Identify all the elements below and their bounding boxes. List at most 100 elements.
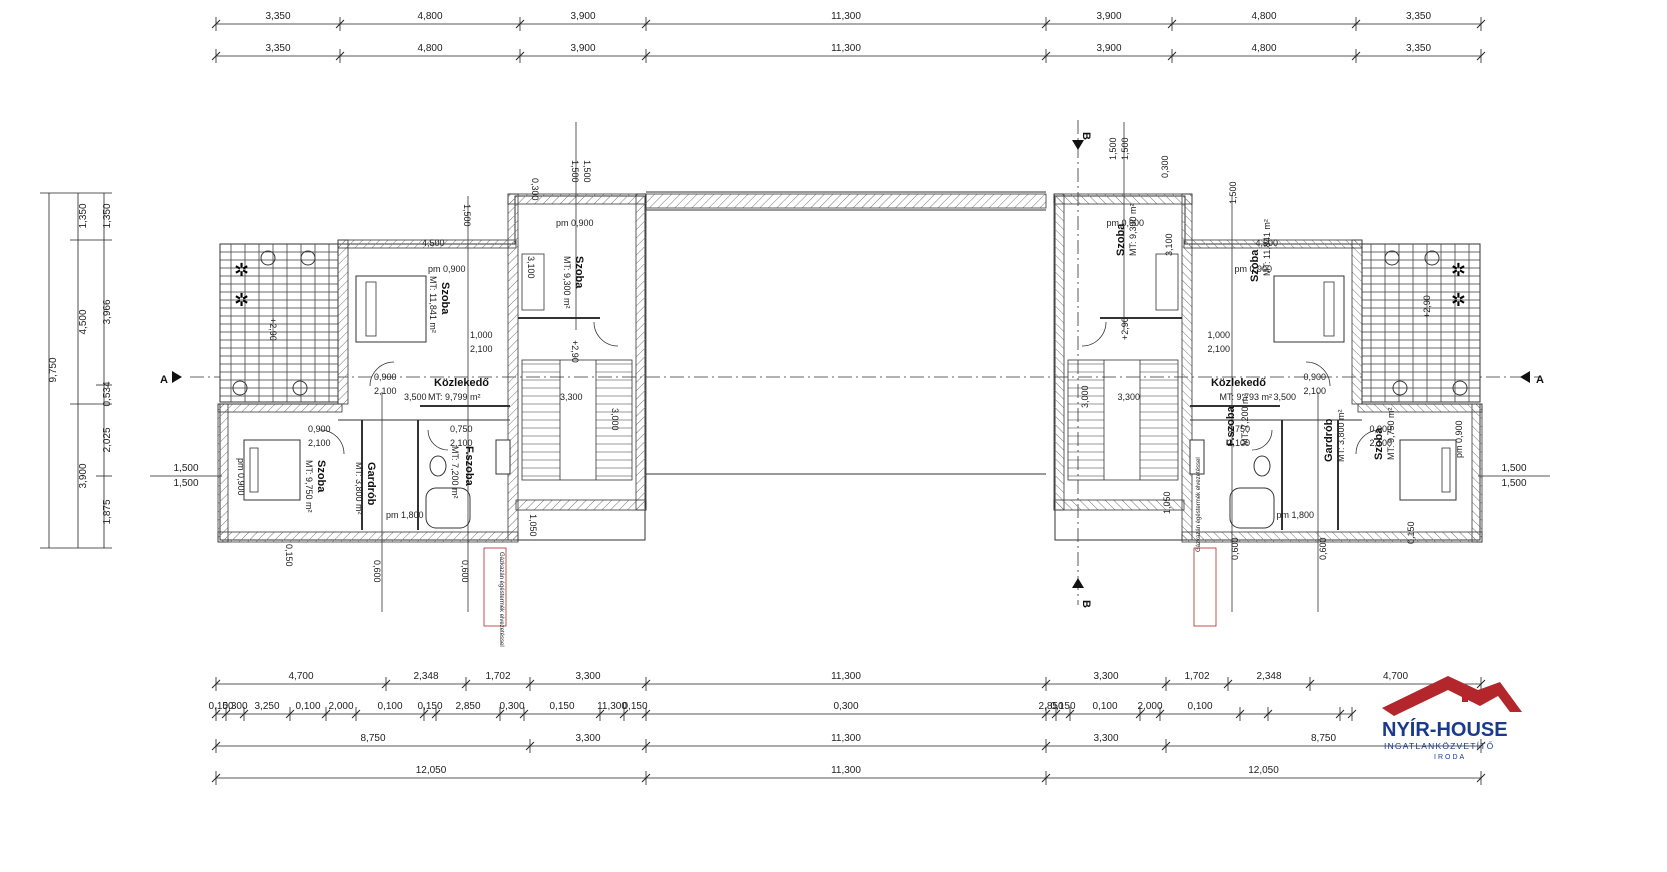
dim-label: 0,900: [1303, 372, 1326, 382]
section-arrow-icon: [172, 371, 182, 383]
bed-icon: [1399, 439, 1457, 501]
dim-label: 3,000: [610, 408, 620, 431]
bathtub-icon: [425, 487, 471, 529]
room-area: MT: 9,793 m²: [1219, 392, 1272, 402]
section-label-b-top: B: [1080, 132, 1092, 140]
dim-label: 3,300: [575, 733, 600, 744]
note-pm: pm 0,900: [1106, 218, 1144, 228]
dim-label: 2,000: [328, 701, 353, 712]
dim-label: 2,025: [102, 427, 113, 452]
room-area: MT: 11,841 m²: [1262, 219, 1272, 276]
dim-label: 0,150: [622, 701, 647, 712]
section-arrow-icon: [1072, 140, 1084, 150]
dim-label: 12,050: [1248, 765, 1279, 776]
dim-label: 2,000: [1137, 701, 1162, 712]
dim-label: 0,150: [549, 701, 574, 712]
dim-label: 2,850: [1038, 701, 1063, 712]
dim-label: 4,800: [1251, 43, 1276, 54]
dim-label: 3,500: [1273, 392, 1296, 402]
dim-label: 1,500: [1108, 137, 1118, 160]
dim-label: 11,300: [831, 765, 861, 776]
gas-note: Gázkazán égéstermék elvezetéssel: [1196, 457, 1202, 552]
dim-label: 3,100: [526, 256, 536, 279]
room-area: MT: 9,300 m²: [1128, 203, 1138, 256]
dim-label: 0,600: [460, 560, 470, 583]
toilet-icon: [429, 455, 447, 477]
note-pm: pm 0,900: [1234, 264, 1272, 274]
dim-label: 0,150: [417, 701, 442, 712]
note-pm: pm 0,900: [428, 264, 466, 274]
dim-label: 3,300: [1117, 392, 1140, 402]
room-area: MT: 9,300 m²: [562, 256, 572, 309]
dim-label: 1,500: [570, 160, 580, 183]
logo-sub: IRODA: [1434, 754, 1466, 761]
logo-tagline: INGATLANKÖZVETÍTŐ: [1384, 741, 1494, 751]
dim-label: 3,250: [254, 701, 279, 712]
dim-label: 3,900: [570, 11, 595, 22]
dim-label: 0,600: [372, 560, 382, 583]
dim-label: 3,966: [102, 299, 113, 324]
dim-label: 3,100: [1164, 233, 1174, 256]
dim-label: 1,500: [1228, 181, 1238, 204]
dim-label: 2,348: [413, 671, 438, 682]
dim-label: 11,300: [831, 11, 861, 22]
dim-label: 2,100: [1369, 438, 1392, 448]
dim-label: 1,702: [1184, 671, 1209, 682]
dim-label: 4,700: [1383, 671, 1408, 682]
dim-label: 11,300: [597, 701, 627, 712]
dim-label: 0,900: [308, 424, 331, 434]
dim-label: 1,500: [582, 160, 592, 183]
room-label: Szoba: [1249, 249, 1261, 282]
dim-label: 0,150: [1050, 701, 1075, 712]
plant-icon: ✲: [234, 290, 249, 310]
room-area: MT: 9,750 m²: [304, 460, 314, 513]
left-dimension-columns: [40, 192, 112, 549]
dim-label: 3,300: [1093, 671, 1118, 682]
room-label: Szoba: [315, 460, 327, 493]
terrace-deck: [1361, 243, 1481, 403]
dim-label: 1,500: [1120, 137, 1130, 160]
dim-label: 4,800: [417, 11, 442, 22]
gas-note-box: [483, 547, 507, 627]
plant-icon: ✲: [234, 260, 249, 280]
dim-label: 2,100: [1207, 344, 1230, 354]
dim-label: 0,900: [1369, 424, 1392, 434]
sink-icon: [1189, 439, 1205, 475]
side-dimensions: 1,500 1,500 1,500 1,500: [150, 463, 1550, 489]
dim-label: 4,500: [1255, 238, 1278, 248]
bed-icon: [1273, 275, 1345, 343]
section-arrow-icon: [1072, 578, 1084, 588]
dim-label: 0,900: [374, 372, 397, 382]
section-label-a-right: A: [1536, 374, 1544, 386]
dim-label: 8,750: [1311, 733, 1336, 744]
unit-left: ✲ ✲ Gázkazán égéstermék elvezetéssel Szo…: [217, 122, 647, 647]
section-label-a-left: A: [160, 374, 168, 386]
dim-label: 4,700: [288, 671, 313, 682]
dim-label: 1,350: [78, 203, 89, 228]
gas-note-box: [1193, 547, 1217, 627]
dim-label: 3,900: [78, 463, 89, 488]
unit-right-mirror: ✲ ✲ Gázkazán égéstermék elvezetéssel Szo…: [1053, 122, 1483, 627]
dim-label: 4,800: [417, 43, 442, 54]
dim-label: 0,150: [1406, 521, 1416, 544]
room-area: MT: 7,200 m²: [1240, 393, 1250, 446]
dim-label: 0,300: [1160, 155, 1170, 178]
dim-label: 0,600: [1230, 537, 1240, 560]
room-label: Közlekedő: [1211, 377, 1266, 389]
gas-note: Gázkazán égéstermék elvezetéssel: [498, 552, 504, 647]
dim-label: 0,150: [208, 701, 233, 712]
toilet-icon: [1253, 455, 1271, 477]
dim-label: 1,000: [470, 330, 493, 340]
dim-label: 2,100: [374, 386, 397, 396]
dim-label: 3,300: [560, 392, 583, 402]
dim-label: 4,800: [1251, 11, 1276, 22]
note-pm: pm 0,900: [556, 218, 594, 228]
dim-label: 3,350: [265, 43, 290, 54]
dim-label: 0,534: [102, 381, 113, 406]
unit-right: ✲ ✲ Gázkazán égéstermék elvezetéssel Szo…: [1053, 122, 1483, 627]
section-arrow-icon: [1520, 371, 1530, 383]
dim-label: 3,900: [570, 43, 595, 54]
level-mark: +2,90: [1120, 317, 1130, 340]
